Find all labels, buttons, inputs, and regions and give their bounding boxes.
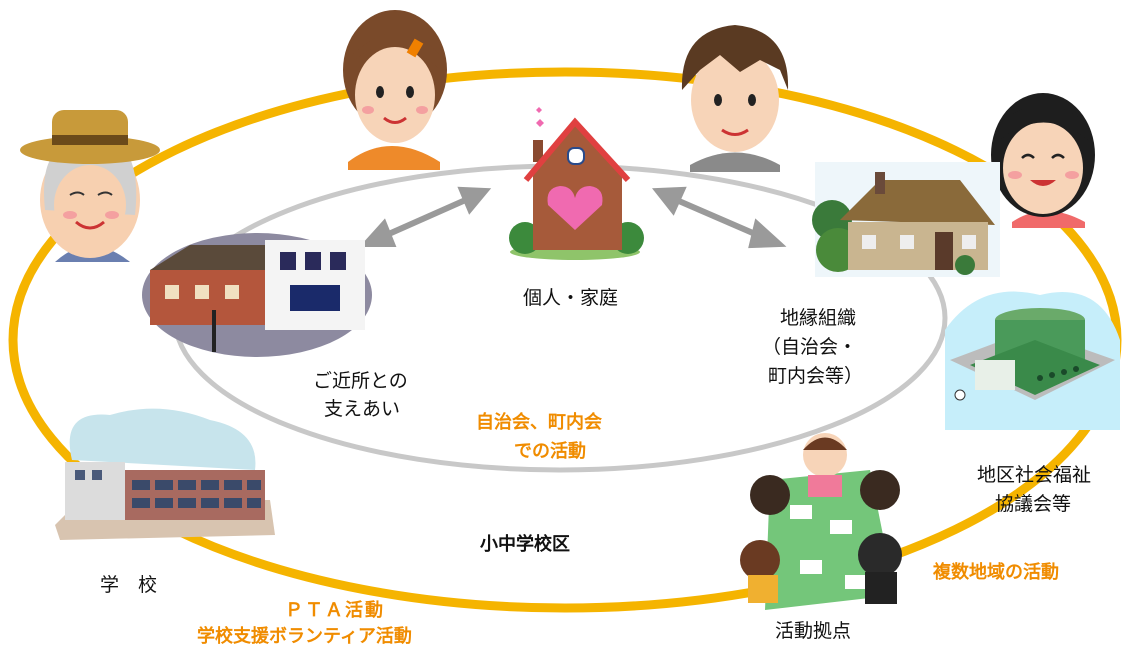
street-houses-icon xyxy=(142,233,372,357)
label-council-line1: 地区社会福祉 xyxy=(977,464,1092,486)
label-home: 個人・家庭 xyxy=(523,287,619,309)
label-jichikai-line2: での活動 xyxy=(514,441,586,462)
label-pta-line1: ＰＴＡ活動 xyxy=(285,600,385,621)
label-neighbors-line1: ご近所との xyxy=(313,370,408,392)
label-assoc-line1: 地縁組織 xyxy=(780,307,857,329)
smiling-woman-icon xyxy=(991,93,1095,228)
label-assoc-line2: （自治会・ xyxy=(762,336,858,358)
elderly-man-icon xyxy=(20,110,160,262)
label-council-line2: 協議会等 xyxy=(995,493,1072,515)
label-pta-line2: 学校支援ボランティア活動 xyxy=(197,626,412,647)
community-center-icon xyxy=(945,291,1120,430)
arrow-right xyxy=(652,186,787,249)
cottage-icon xyxy=(812,162,1000,277)
label-district: 小中学校区 xyxy=(480,534,570,555)
young-man-icon xyxy=(681,25,789,172)
label-assoc-line3: 町内会等） xyxy=(768,365,864,387)
arrow-left xyxy=(359,186,492,247)
label-neighbors-line2: 支えあい xyxy=(324,398,401,420)
school-building-icon xyxy=(55,408,275,540)
house-heart-icon xyxy=(509,107,644,260)
woman-icon xyxy=(343,10,447,170)
meeting-group-icon xyxy=(740,433,902,610)
label-activity-base: 活動拠点 xyxy=(775,620,852,642)
label-jichikai-line1: 自治会、町内会 xyxy=(476,412,602,433)
label-school: 学 校 xyxy=(100,574,158,596)
label-multi-area: 複数地域の活動 xyxy=(933,562,1059,583)
